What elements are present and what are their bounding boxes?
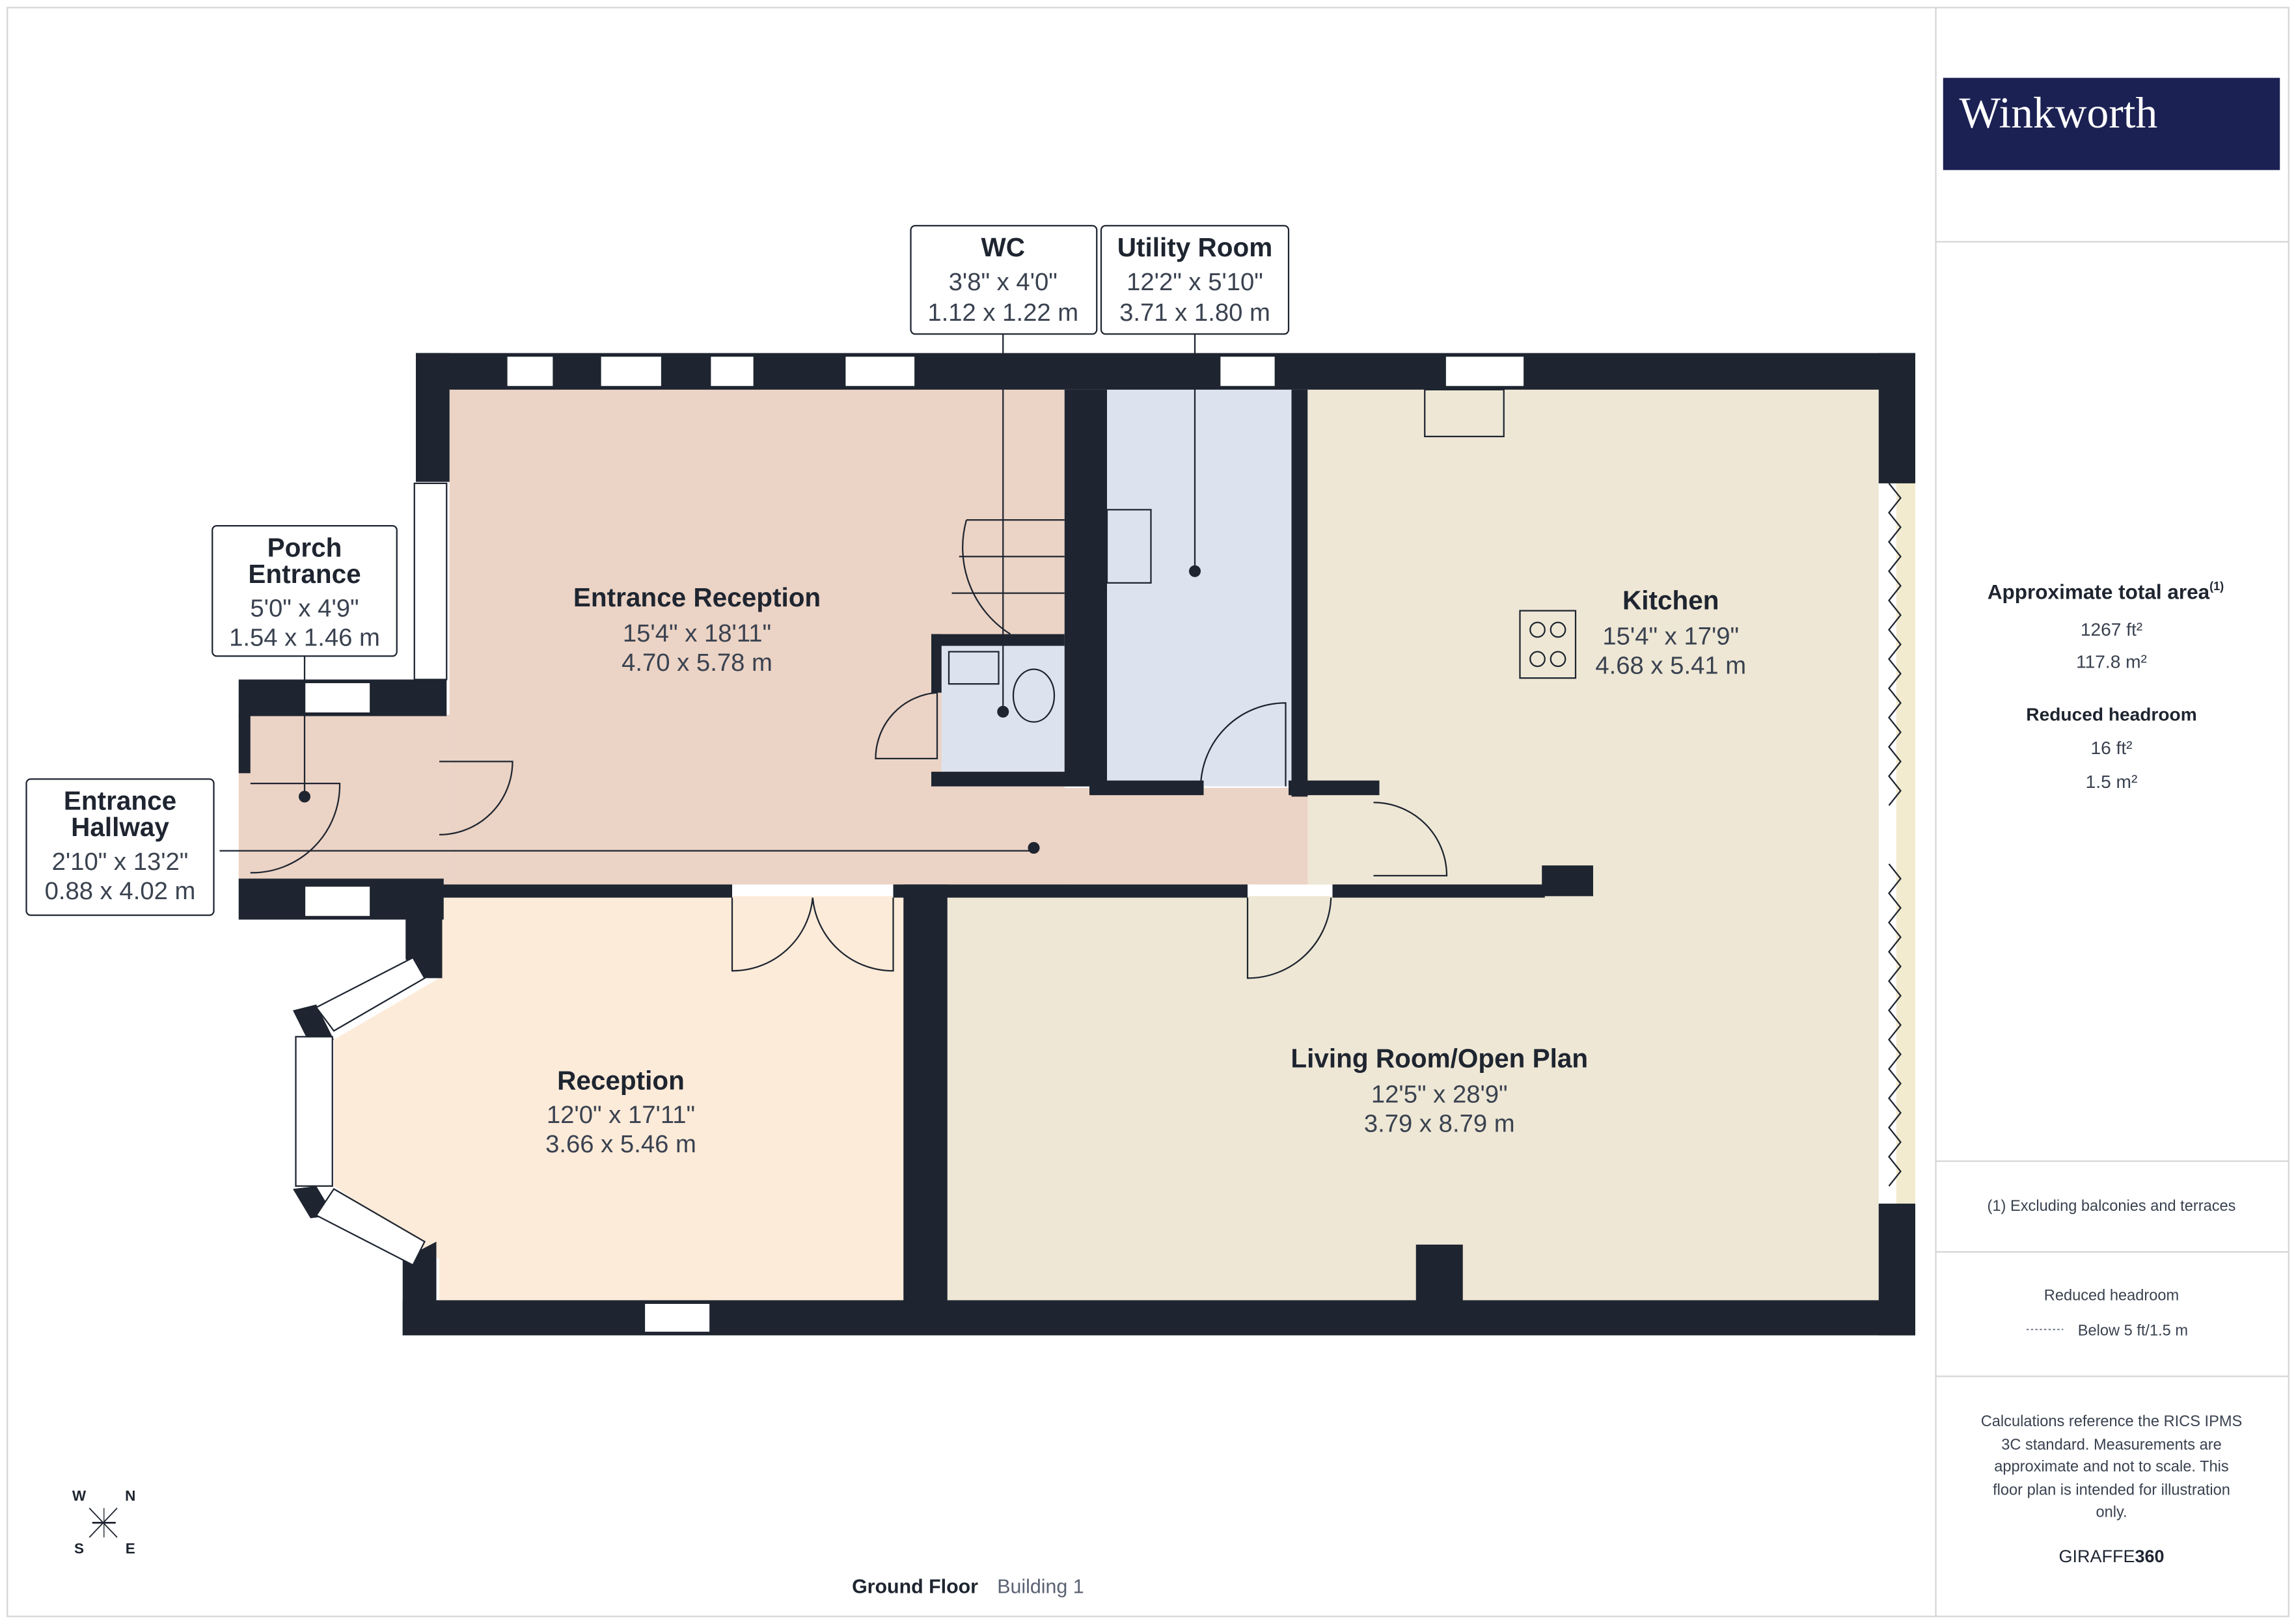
- room-fills: [238, 389, 1915, 1301]
- svg-text:1.5 m²: 1.5 m²: [2086, 772, 2138, 792]
- callout-utility-room: Utility Room 12'2" x 5'10" 3.71 x 1.80 m: [1100, 224, 1290, 335]
- svg-text:Reception: Reception: [557, 1065, 685, 1095]
- building-name: Building 1: [997, 1576, 1084, 1597]
- bifold-strip: [1896, 483, 1915, 1204]
- svg-text:Entrance: Entrance: [248, 559, 361, 589]
- svg-text:12'5" x 28'9": 12'5" x 28'9": [1371, 1081, 1508, 1109]
- svg-text:Entrance: Entrance: [64, 786, 176, 816]
- svg-text:Utility Room: Utility Room: [1117, 232, 1273, 262]
- disclaimer: Calculations reference the RICS IPMS 3C …: [1981, 1413, 2243, 1521]
- svg-text:Entrance Reception: Entrance Reception: [573, 582, 821, 612]
- giraffe360-logo: GIRAFFE360: [2058, 1547, 2164, 1566]
- svg-text:16 ft²: 16 ft²: [2090, 738, 2132, 758]
- callout-wc: WC 3'8" x 4'0" 1.12 x 1.22 m: [910, 224, 1098, 335]
- utility-floor: [1107, 389, 1292, 787]
- svg-text:15'4" x 18'11": 15'4" x 18'11": [623, 619, 771, 647]
- porch-hallway-floor: [238, 714, 450, 885]
- footnote: (1) Excluding balconies and terraces: [1988, 1198, 2236, 1215]
- brand-logo: Winkworth: [1943, 77, 2280, 170]
- svg-text:Hallway: Hallway: [71, 812, 169, 842]
- svg-text:Reduced headroom: Reduced headroom: [2044, 1287, 2179, 1304]
- room-label-living-room: Living Room/Open Plan 12'5" x 28'9" 3.79…: [1291, 1044, 1588, 1138]
- svg-text:Reduced headroom: Reduced headroom: [2026, 704, 2196, 724]
- kitchen-floor-ext: [1373, 791, 1879, 897]
- svg-text:4.68 x 5.41 m: 4.68 x 5.41 m: [1595, 651, 1746, 679]
- svg-text:5'0" x 4'9": 5'0" x 4'9": [250, 595, 359, 623]
- svg-text:only.: only.: [2096, 1504, 2127, 1521]
- svg-text:Approximate total area(1): Approximate total area(1): [1988, 580, 2224, 604]
- callout-entrance-hallway: Entrance Hallway 2'10" x 13'2" 0.88 x 4.…: [25, 778, 215, 916]
- svg-text:Kitchen: Kitchen: [1622, 585, 1719, 615]
- svg-text:N: N: [125, 1488, 135, 1504]
- svg-text:3.79 x 8.79 m: 3.79 x 8.79 m: [1364, 1110, 1515, 1138]
- floor-name: Ground Floor: [852, 1576, 978, 1597]
- svg-text:approximate and not to scale.: approximate and not to scale. This: [1994, 1459, 2228, 1476]
- svg-text:2'10" x 13'2": 2'10" x 13'2": [52, 848, 189, 876]
- svg-text:12'0" x 17'11": 12'0" x 17'11": [547, 1101, 695, 1129]
- svg-text:1267 ft²: 1267 ft²: [2081, 619, 2142, 640]
- windows: [295, 355, 1525, 1333]
- svg-text:Below 5 ft/1.5 m: Below 5 ft/1.5 m: [2078, 1322, 2188, 1339]
- living-floor: [947, 896, 1879, 1301]
- svg-text:S: S: [74, 1541, 84, 1557]
- room-label-entrance-reception: Entrance Reception 15'4" x 18'11" 4.70 x…: [573, 582, 821, 677]
- svg-text:Winkworth: Winkworth: [1960, 88, 2158, 137]
- callout-porch-entrance: Porch Entrance 5'0" x 4'9" 1.54 x 1.46 m: [212, 524, 398, 657]
- svg-text:12'2" x 5'10": 12'2" x 5'10": [1127, 268, 1263, 296]
- svg-text:E: E: [126, 1541, 135, 1557]
- hob-icon: [1519, 610, 1577, 679]
- svg-text:Porch: Porch: [267, 532, 342, 562]
- headroom-legend: Reduced headroom Below 5 ft/1.5 m: [2027, 1287, 2188, 1339]
- fixtures: [219, 334, 1902, 1187]
- svg-text:4.70 x 5.78 m: 4.70 x 5.78 m: [622, 649, 772, 677]
- corridor-floor: [937, 787, 1374, 885]
- svg-text:W: W: [72, 1488, 87, 1504]
- svg-text:117.8 m²: 117.8 m²: [2076, 651, 2147, 671]
- svg-text:3.66 x 5.46 m: 3.66 x 5.46 m: [545, 1130, 696, 1158]
- svg-text:3'8" x 4'0": 3'8" x 4'0": [949, 268, 1058, 296]
- svg-text:3.71 x 1.80 m: 3.71 x 1.80 m: [1119, 299, 1270, 327]
- svg-text:Living Room/Open Plan: Living Room/Open Plan: [1291, 1044, 1588, 1074]
- room-label-reception: Reception 12'0" x 17'11" 3.66 x 5.46 m: [545, 1065, 696, 1158]
- svg-text:Calculations reference the RIC: Calculations reference the RICS IPMS: [1981, 1413, 2243, 1430]
- room-label-kitchen: Kitchen 15'4" x 17'9" 4.68 x 5.41 m: [1595, 585, 1746, 679]
- svg-text:WC: WC: [981, 232, 1025, 262]
- svg-text:1.12 x 1.22 m: 1.12 x 1.22 m: [927, 299, 1078, 327]
- svg-text:3C standard. Measurements are: 3C standard. Measurements are: [2001, 1437, 2222, 1454]
- area-summary: Approximate total area(1) 1267 ft² 117.8…: [1988, 580, 2224, 792]
- reception-floor: [334, 896, 904, 1301]
- svg-text:1.54 x 1.46 m: 1.54 x 1.46 m: [229, 624, 380, 652]
- svg-text:floor plan is intended for ill: floor plan is intended for illustration: [1993, 1482, 2230, 1499]
- compass-icon: W N S E: [72, 1488, 136, 1557]
- svg-text:15'4" x 17'9": 15'4" x 17'9": [1602, 622, 1739, 650]
- svg-text:0.88 x 4.02 m: 0.88 x 4.02 m: [45, 877, 196, 905]
